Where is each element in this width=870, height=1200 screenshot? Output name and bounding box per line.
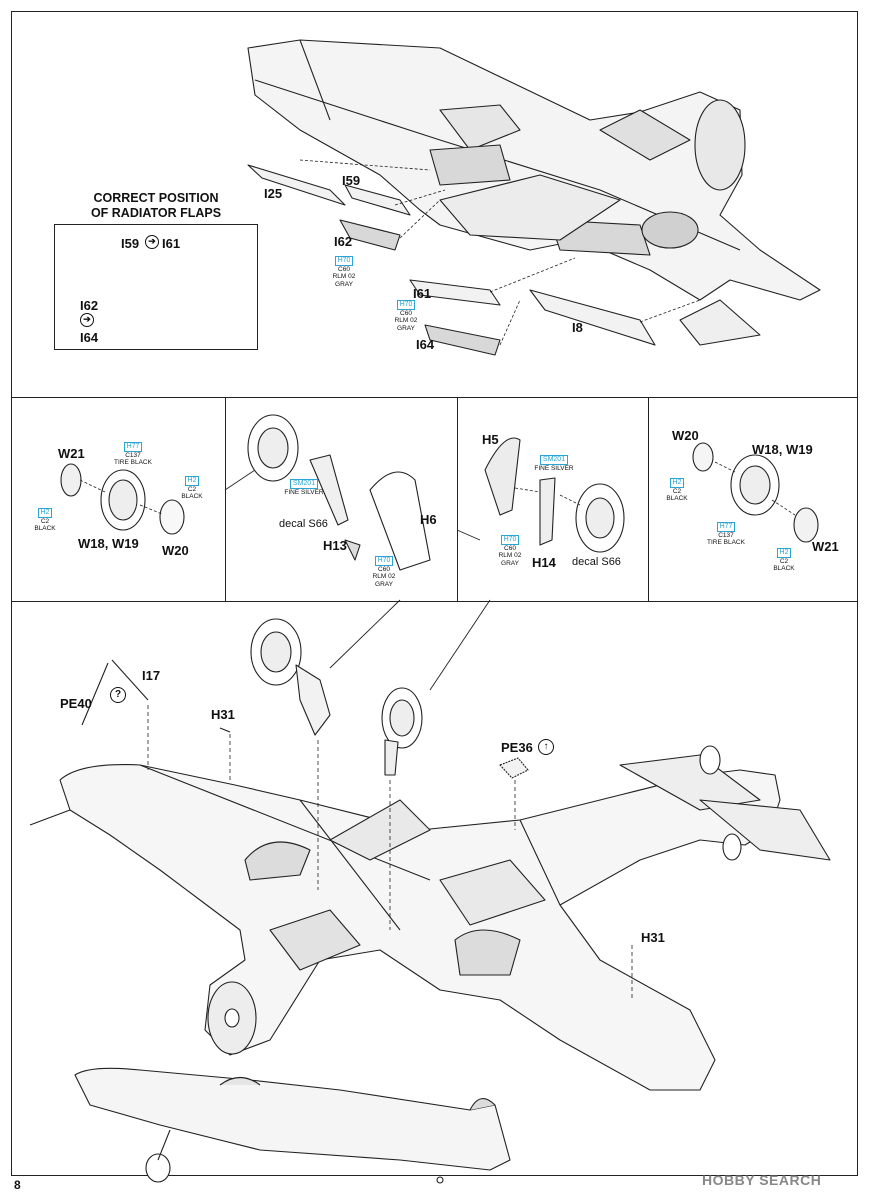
divider-v3 bbox=[648, 397, 649, 601]
color-callout-black-left-b: H2 C2 BLACK bbox=[181, 476, 203, 500]
aircraft-main-drawing bbox=[29, 745, 831, 1091]
part-i61: I61 bbox=[413, 286, 432, 301]
aircraft-side-profile bbox=[74, 1067, 511, 1184]
color-callout-black-right-a: H2 C2 BLACK bbox=[666, 478, 688, 502]
color-callout-tire-right: H77 C137 TIRE BLACK bbox=[707, 522, 745, 546]
part-w21-right: W21 bbox=[812, 539, 839, 554]
bend-arrow-icon: ↑ bbox=[538, 739, 554, 755]
part-h13: H13 bbox=[323, 538, 347, 553]
color-callout-black-left-a: H2 C2 BLACK bbox=[34, 508, 56, 532]
part-w21-left: W21 bbox=[58, 446, 85, 461]
part-i25: I25 bbox=[264, 186, 283, 201]
wheel-assembly-left bbox=[60, 463, 185, 535]
color-callout-silver-right: SM201 FINE SILVER bbox=[534, 455, 574, 472]
color-callout-rlm02-a: H70 C60 RLM 02 GRAY bbox=[332, 256, 356, 288]
part-h31-left: H31 bbox=[211, 707, 235, 722]
divider-top bbox=[11, 397, 858, 398]
part-i59: I59 bbox=[342, 173, 361, 188]
part-h14: H14 bbox=[532, 555, 556, 570]
inset-title-line1: CORRECT POSITION bbox=[93, 191, 219, 205]
part-w20-right: W20 bbox=[672, 428, 699, 443]
glue-arrow-icon: ➔ bbox=[145, 235, 159, 249]
divider-v2 bbox=[457, 397, 458, 601]
inset-title-line2: OF RADIATOR FLAPS bbox=[90, 206, 222, 220]
main-callout-parts bbox=[81, 618, 633, 1000]
wheel-assembly-right bbox=[692, 442, 819, 543]
inset-label-i59: I59 bbox=[121, 236, 140, 251]
part-i8: I8 bbox=[572, 320, 583, 335]
part-i64: I64 bbox=[416, 337, 435, 352]
page-number: 8 bbox=[14, 1178, 21, 1192]
part-pe40: PE40 bbox=[60, 696, 92, 711]
color-callout-black-right-b: H2 C2 BLACK bbox=[773, 548, 795, 572]
radiator-flap-parts bbox=[247, 159, 701, 356]
color-callout-rlm02-b: H70 C60 RLM 02 GRAY bbox=[394, 300, 418, 332]
page-frame bbox=[11, 11, 858, 1176]
glue-arrow-icon-2: ➔ bbox=[80, 313, 94, 327]
decal-note-left: decal S66 bbox=[279, 518, 328, 530]
part-h5: H5 bbox=[482, 432, 499, 447]
part-h6: H6 bbox=[420, 512, 437, 527]
inset-title: CORRECT POSITION OF RADIATOR FLAPS bbox=[58, 191, 254, 221]
divider-middle bbox=[11, 601, 858, 602]
divider-v1 bbox=[225, 397, 226, 601]
part-w20-left: W20 bbox=[162, 543, 189, 558]
gear-leg-left bbox=[247, 414, 431, 571]
gear-leg-right bbox=[484, 437, 625, 553]
wing-underside-drawing bbox=[247, 39, 821, 346]
part-w18-w19-left: W18, W19 bbox=[78, 536, 139, 551]
color-callout-tire-left: H77 C137 TIRE BLACK bbox=[114, 442, 152, 466]
color-callout-gray-left: H70 C60 RLM 02 GRAY bbox=[372, 556, 396, 588]
part-pe36: PE36 bbox=[501, 740, 533, 755]
watermark: HOBBY SEARCH bbox=[702, 1172, 822, 1188]
part-w18-w19-right: W18, W19 bbox=[752, 442, 813, 457]
color-callout-gray-right: H70 C60 RLM 02 GRAY bbox=[498, 535, 522, 567]
part-i62: I62 bbox=[334, 234, 353, 249]
decal-note-right: decal S66 bbox=[572, 556, 621, 568]
optional-part-icon: ? bbox=[110, 687, 126, 703]
part-i17: I17 bbox=[142, 668, 161, 683]
inset-label-i61: I61 bbox=[162, 236, 181, 251]
part-h31-right: H31 bbox=[641, 930, 665, 945]
inset-label-i64: I64 bbox=[80, 330, 99, 345]
color-callout-silver-left: SM201 FINE SILVER bbox=[284, 479, 324, 496]
inset-label-i62: I62 bbox=[80, 298, 99, 313]
